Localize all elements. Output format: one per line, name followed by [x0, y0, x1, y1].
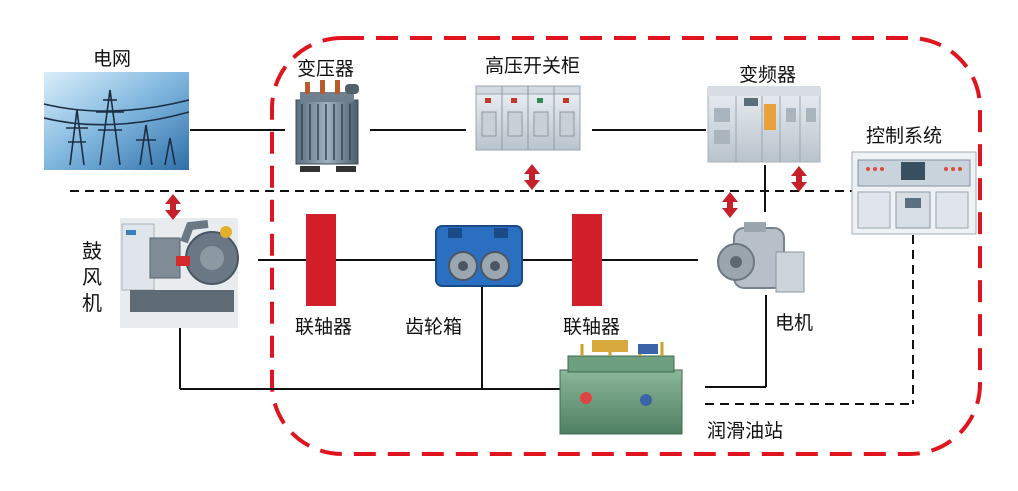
vfd-image	[707, 86, 821, 163]
label-blower-char-1: 鼓	[82, 239, 102, 263]
label-coupling-left: 联轴器	[295, 316, 353, 338]
arrow-vfd-motor	[722, 192, 738, 218]
signal-arrows	[165, 164, 807, 220]
label-grid: 电网	[93, 48, 132, 70]
coupling-left	[306, 214, 336, 306]
grid-image	[43, 72, 190, 170]
hv-switchgear-image	[475, 85, 581, 151]
label-blower-char-2: 风	[82, 265, 102, 289]
label-lube-station: 润滑油站	[707, 420, 784, 442]
control-lines	[70, 190, 914, 405]
arrow-switchgear	[524, 164, 540, 190]
label-transformer: 变压器	[297, 58, 355, 80]
label-coupling-right: 联轴器	[563, 316, 621, 338]
label-blower: 鼓 风 机	[80, 238, 104, 316]
arrow-grid-blower	[165, 194, 181, 220]
lube-station-image	[559, 340, 683, 435]
label-blower-char-3: 机	[82, 291, 102, 315]
connection-lines	[179, 129, 767, 390]
arrow-vfd-control	[791, 166, 807, 192]
blower-image	[120, 218, 239, 328]
motor-image	[717, 222, 805, 293]
label-vfd: 变频器	[739, 64, 797, 86]
control-system-image	[851, 151, 977, 235]
coupling-right	[572, 214, 602, 306]
label-gearbox: 齿轮箱	[405, 316, 463, 338]
system-boundary	[270, 36, 982, 456]
label-hv-switchgear: 高压开关柜	[485, 55, 581, 77]
transformer-image	[295, 80, 359, 172]
label-motor: 电机	[775, 312, 814, 334]
gearbox-image	[435, 225, 523, 287]
label-control-system: 控制系统	[866, 125, 943, 147]
